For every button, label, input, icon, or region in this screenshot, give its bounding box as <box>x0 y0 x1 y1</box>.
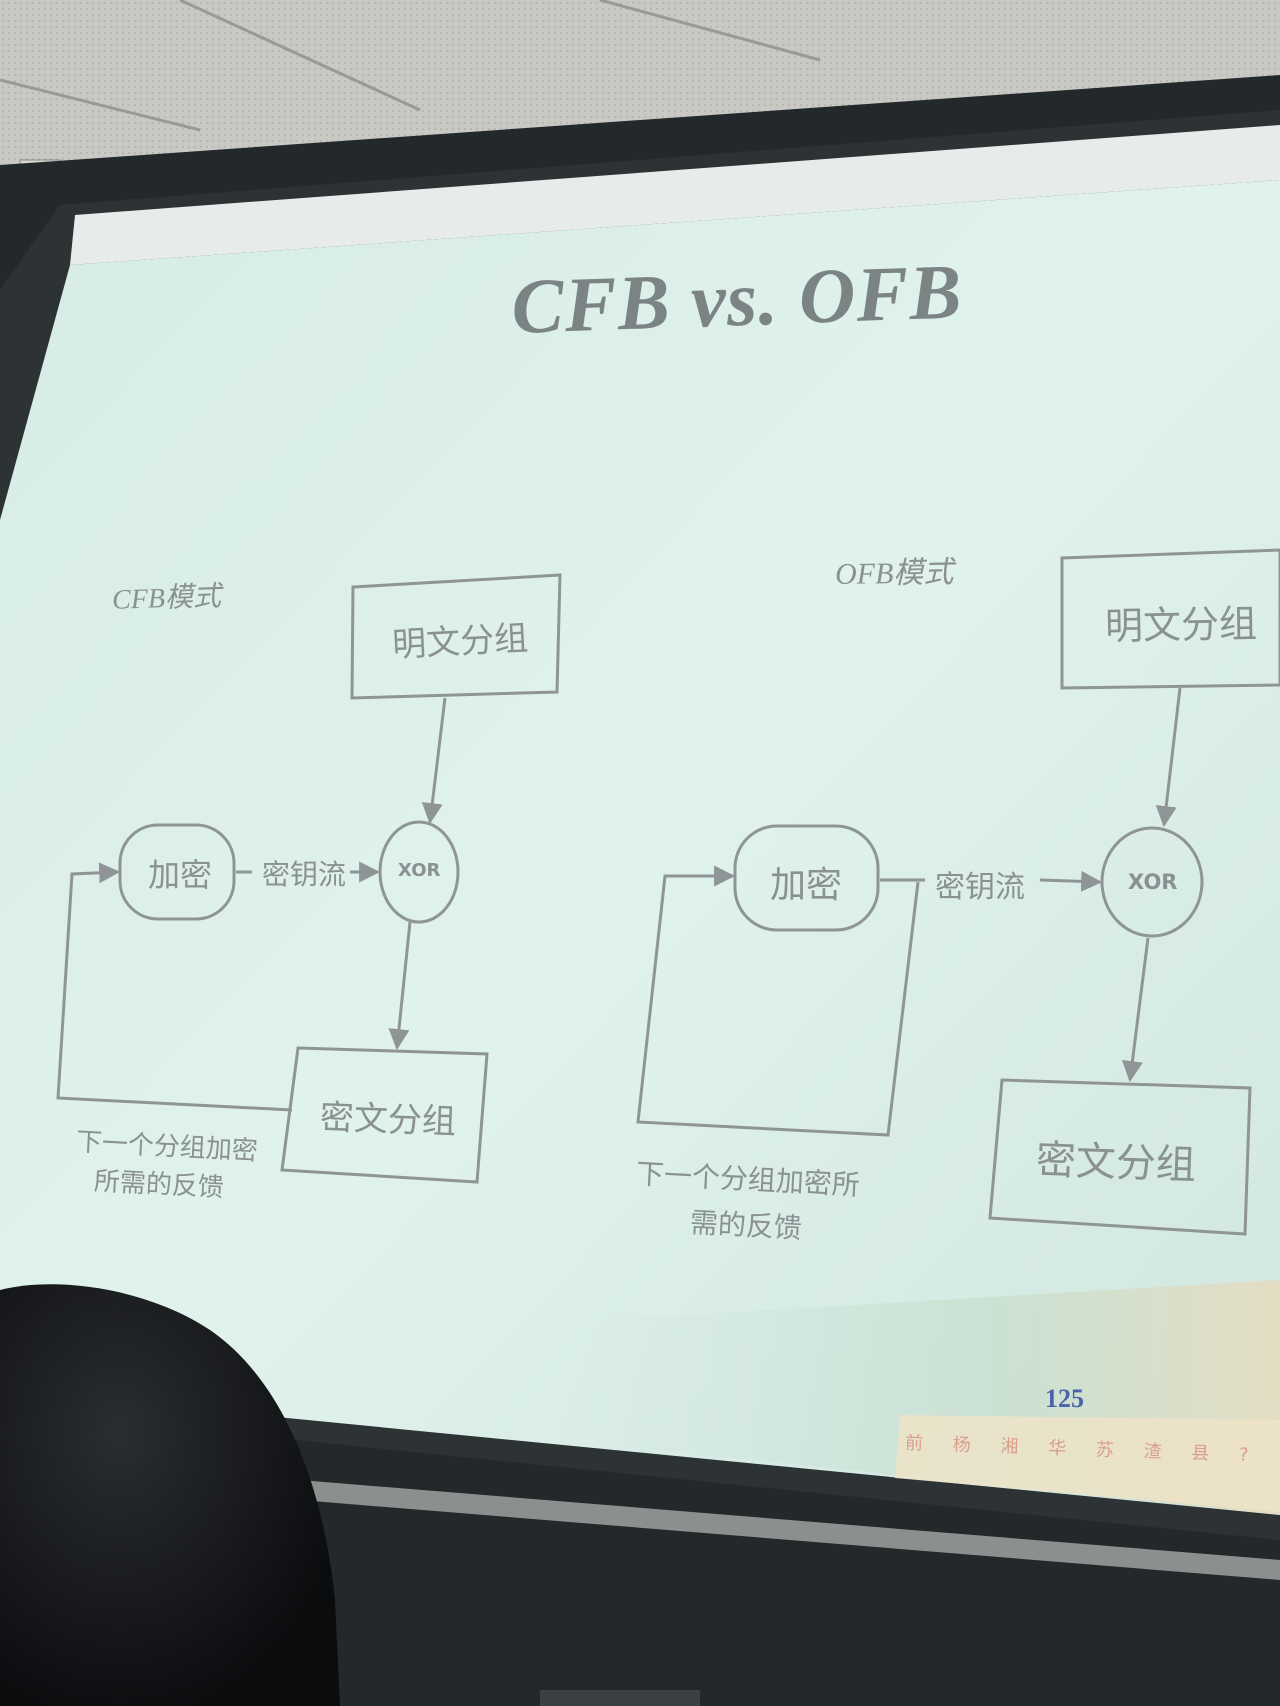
cfb-xor-circle <box>378 820 460 924</box>
cfb-keystream-label: 密钥流 <box>262 858 347 891</box>
cfb-encrypt-label: 加密 <box>148 856 213 894</box>
ofb-xor-label: XOR <box>1128 870 1178 894</box>
ofb-keystream-label: 密钥流 <box>935 870 1025 905</box>
slide-page-number: 125 <box>1045 1384 1084 1413</box>
ofb-plaintext-box <box>1060 548 1280 690</box>
ofb-xor-circle <box>1100 826 1204 938</box>
ofb-diagram <box>636 548 1280 1236</box>
cfb-ciphertext-box <box>280 1046 489 1184</box>
cfb-plaintext-box <box>350 573 562 700</box>
ofb-ciphertext-box <box>988 1078 1252 1236</box>
cfb-diagram <box>56 573 562 1184</box>
ofb-encrypt-label: 加密 <box>770 865 843 906</box>
cfb-xor-label: XOR <box>398 860 441 881</box>
